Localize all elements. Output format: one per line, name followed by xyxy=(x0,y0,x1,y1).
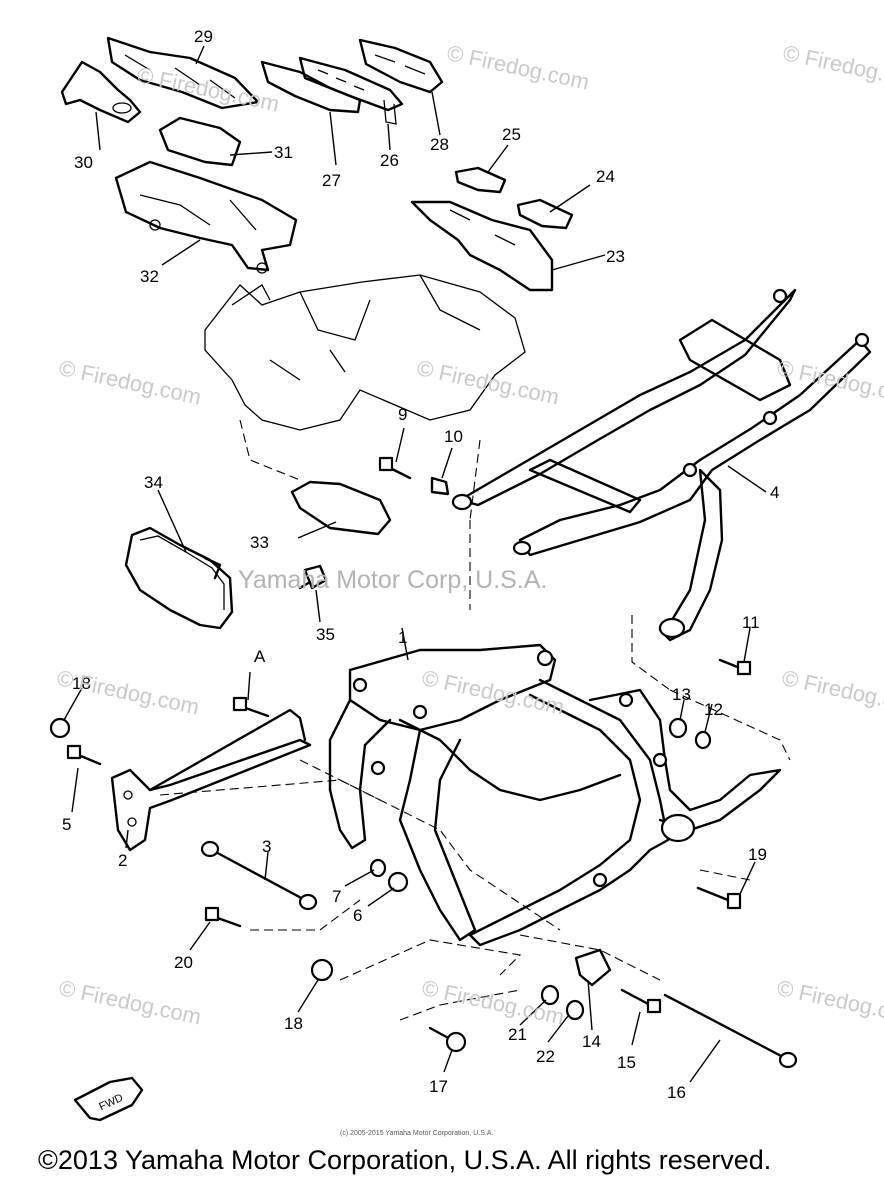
part-3-bolt xyxy=(200,840,318,911)
callout-labels: 1 2 3 4 5 6 7 9 10 11 12 13 14 15 16 17 … xyxy=(62,27,779,1102)
callout-22: 22 xyxy=(536,1047,555,1066)
callout-30: 30 xyxy=(74,153,93,172)
part-35-clamp xyxy=(298,564,328,590)
copyright-notice: ©2013 Yamaha Motor Corporation, U.S.A. A… xyxy=(38,1145,772,1175)
part-2-bracket xyxy=(110,708,312,852)
callout-2: 2 xyxy=(118,851,127,870)
small-copyright: (c) 2005-2015 Yamaha Motor Corporation, … xyxy=(340,1130,494,1137)
callout-21: 21 xyxy=(508,1025,527,1044)
callout-35: 35 xyxy=(316,625,335,644)
callout-3: 3 xyxy=(262,837,271,856)
part-4-rear-subframe xyxy=(451,288,872,642)
callout-6: 6 xyxy=(353,906,362,925)
callout-1: 1 xyxy=(398,628,407,647)
callout-12: 12 xyxy=(704,700,723,719)
callout-14: 14 xyxy=(582,1032,601,1051)
callout-4: 4 xyxy=(770,483,779,502)
callout-10: 10 xyxy=(444,427,463,446)
callout-23: 23 xyxy=(606,247,625,266)
part-30-bracket xyxy=(60,60,142,124)
callout-26: 26 xyxy=(380,151,399,170)
callout-20: 20 xyxy=(174,953,193,972)
part-34-cable xyxy=(124,526,234,630)
part-26-bracket xyxy=(298,56,404,125)
part-1-main-frame xyxy=(328,643,782,947)
callout-5: 5 xyxy=(62,815,71,834)
part-23-cover xyxy=(410,200,554,292)
callout-17: 17 xyxy=(429,1077,448,1096)
leader-lines xyxy=(63,45,767,1083)
callout-7: 7 xyxy=(332,887,341,906)
callout-28: 28 xyxy=(430,135,449,154)
callout-31: 31 xyxy=(274,143,293,162)
callout-9: 9 xyxy=(398,405,407,424)
hardware-items xyxy=(49,456,752,1053)
engine-outline xyxy=(204,274,526,610)
fwd-arrow-icon: FWD xyxy=(73,1076,144,1122)
callout-34: 34 xyxy=(144,473,163,492)
callout-13: 13 xyxy=(672,685,691,704)
callout-29: 29 xyxy=(194,27,213,46)
callout-27: 27 xyxy=(322,171,341,190)
callout-25: 25 xyxy=(502,125,521,144)
part-33-plate xyxy=(290,480,392,536)
reference-lines xyxy=(159,615,791,1021)
callout-11: 11 xyxy=(742,613,760,632)
part-24-pad xyxy=(516,198,574,230)
part-32-guard xyxy=(114,160,298,274)
callout-15: 15 xyxy=(617,1053,636,1072)
callout-24: 24 xyxy=(596,167,615,186)
callout-32: 32 xyxy=(140,267,159,286)
part-28-cover xyxy=(358,38,444,94)
part-16-bolt xyxy=(663,993,798,1069)
callout-33: 33 xyxy=(250,533,269,552)
part-31-plate xyxy=(158,116,242,167)
callout-16: 16 xyxy=(667,1083,686,1102)
part-27-strip xyxy=(260,60,362,114)
callout-18a: 18 xyxy=(72,674,91,693)
callout-18b: 18 xyxy=(284,1014,303,1033)
part-29-cover xyxy=(106,36,260,110)
callout-19: 19 xyxy=(748,845,767,864)
part-25-pad xyxy=(454,166,507,194)
center-watermark: Yamaha Motor Corp, U.S.A. xyxy=(238,566,548,594)
marker-a: A xyxy=(254,647,266,666)
